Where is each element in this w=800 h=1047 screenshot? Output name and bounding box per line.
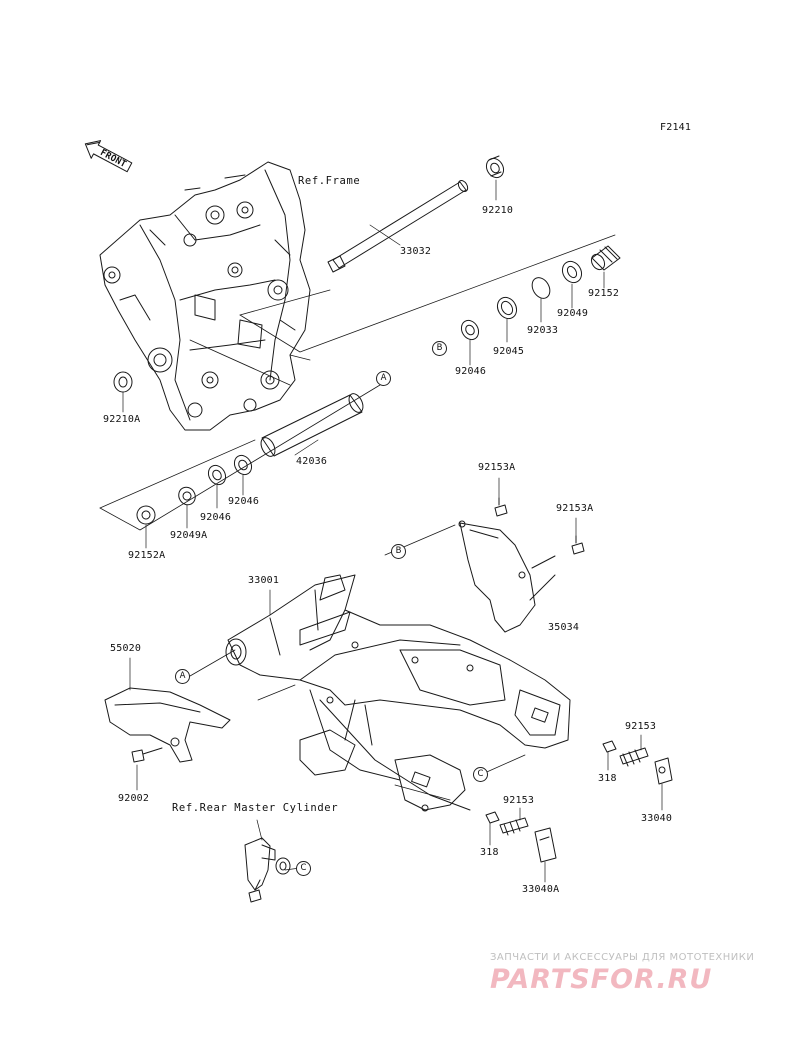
bearing-92046-a [233,454,253,476]
part-label-92046-b[interactable]: 92046 [200,512,232,523]
front-arrow-icon [84,140,133,173]
part-label-92049[interactable]: 92049 [557,308,589,319]
circlip-92033 [531,277,551,299]
frame-outline [99,161,311,431]
cap-92210 [485,155,505,179]
nut-318-center [485,811,500,824]
part-label-318-center[interactable]: 318 [480,847,499,858]
swingarm-33001 [225,574,571,812]
part-label-33040A[interactable]: 33040A [522,884,560,895]
part-label-35034[interactable]: 35034 [548,622,580,633]
collar-92152 [590,245,621,271]
part-label-92153-right[interactable]: 92153 [625,721,657,732]
chain-slider-55020 [104,687,231,763]
collar-92152A [136,505,156,525]
part-label-92152[interactable]: 92152 [588,288,620,299]
callout-a-upper: A [376,371,391,386]
nut-318-right [602,740,617,753]
chain-guard-35034 [458,520,556,633]
leader-lines [122,179,663,883]
seal-92049A [178,486,196,506]
part-label-92046-top[interactable]: 92046 [455,366,487,377]
pivot-shaft-33032 [327,179,469,273]
bearing-92046-b [207,464,227,486]
callout-c-bracket: C [296,861,311,876]
bolt-92153A-2 [571,535,585,555]
watermark-tagline: ЗАПЧАСТИ И АКСЕССУАРЫ ДЛЯ МОТОТЕХНИКИ [490,952,755,963]
part-label-92153A-2[interactable]: 92153A [556,503,594,514]
callout-c-swingarm: C [473,767,488,782]
screw-92002 [131,747,163,763]
callout-a-lower: A [175,669,190,684]
bolt-92153-center [499,817,529,836]
diagram-code: F2141 [660,122,692,133]
bearing-92046-top [460,319,480,341]
adjuster-33040 [654,757,673,785]
cap-92210A [113,371,133,393]
watermark-logo: PARTSFOR.RU [490,964,712,994]
seal-92049 [561,260,583,284]
ref-frame-label: Ref.Frame [298,175,361,187]
part-label-33032[interactable]: 33032 [400,246,432,257]
sleeve-42036 [260,393,364,457]
part-label-42036[interactable]: 42036 [296,456,328,467]
part-label-92153A-1[interactable]: 92153A [478,462,516,473]
part-label-92152A[interactable]: 92152A [128,550,166,561]
bearing-92045 [496,296,518,320]
part-label-33001[interactable]: 33001 [248,575,280,586]
ref-rear-master-cylinder-label: Ref.Rear Master Cylinder [172,802,339,814]
bolt-92153A-1 [494,497,508,517]
part-label-55020[interactable]: 55020 [110,643,142,654]
part-label-318-right[interactable]: 318 [598,773,617,784]
part-label-92045[interactable]: 92045 [493,346,525,357]
bolt-92153-right [619,747,649,767]
guide-lines [99,234,616,871]
part-label-92002[interactable]: 92002 [118,793,150,804]
brake-bracket [244,837,291,903]
watermark-logo-text: PARTSFOR.RU [490,964,712,994]
callout-b-lower: B [391,544,406,559]
part-label-92046-a[interactable]: 92046 [228,496,260,507]
part-label-92210A[interactable]: 92210A [103,414,141,425]
part-label-92210[interactable]: 92210 [482,205,514,216]
adjuster-33040A [534,827,557,863]
part-label-92033[interactable]: 92033 [527,325,559,336]
part-label-92049A[interactable]: 92049A [170,530,208,541]
callout-b-upper: B [432,341,447,356]
part-label-33040[interactable]: 33040 [641,813,673,824]
part-label-92153-center[interactable]: 92153 [503,795,535,806]
